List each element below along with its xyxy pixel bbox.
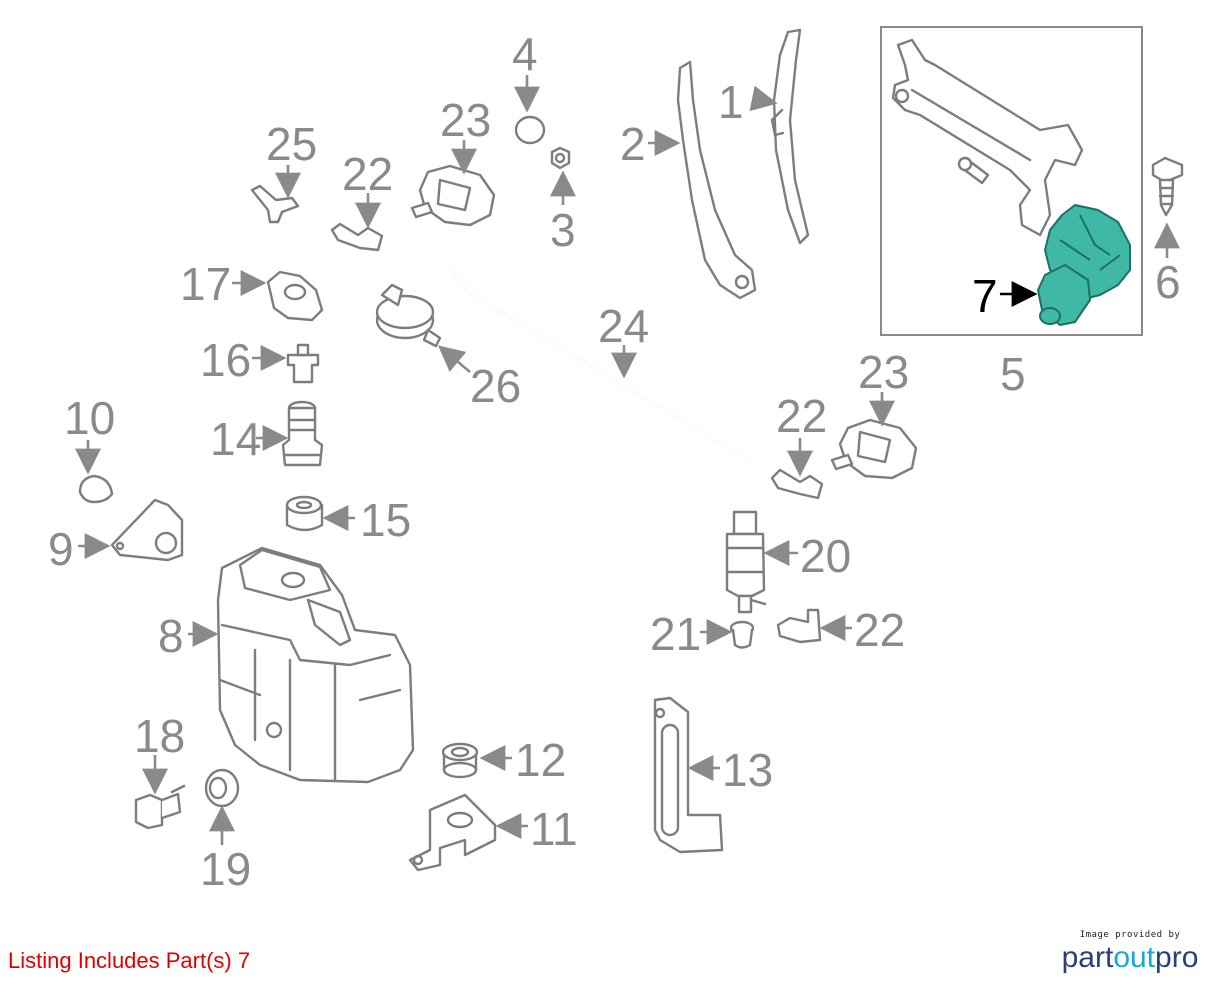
part-24-washer-hose[interactable] — [450, 268, 762, 470]
part-19-grommet[interactable] — [204, 768, 240, 808]
part-12-grommet[interactable] — [441, 742, 479, 779]
part-20-washer-pump[interactable] — [725, 510, 767, 614]
listing-note: Listing Includes Part(s) 7 — [8, 948, 251, 973]
part-9-bracket[interactable] — [110, 498, 184, 562]
part-22-elbow-c[interactable] — [776, 608, 822, 644]
callout-18: 18 — [134, 710, 185, 762]
provider-brand: partoutpro — [1050, 942, 1210, 974]
callout-3: 3 — [550, 204, 576, 256]
callout-13: 13 — [722, 744, 773, 796]
part-25-connector[interactable] — [250, 184, 300, 224]
part-21-grommet[interactable] — [729, 620, 755, 649]
callout-25: 25 — [266, 118, 317, 170]
callout-22a: 22 — [342, 148, 393, 200]
callout-19: 19 — [200, 843, 251, 895]
part-1-wiper-blade[interactable] — [770, 28, 810, 245]
part-22-elbow-a[interactable] — [330, 222, 384, 252]
brand-out: out — [1113, 941, 1156, 974]
provider-caption: Image provided by — [1079, 930, 1181, 940]
callout-15: 15 — [360, 494, 411, 546]
part-8-washer-reservoir[interactable] — [216, 546, 415, 784]
part-16-fitting[interactable] — [286, 343, 320, 384]
callout-20: 20 — [800, 530, 851, 582]
callout-22c: 22 — [854, 604, 905, 656]
image-provider-logo[interactable]: Image provided by partoutpro — [1050, 930, 1210, 974]
callout-4: 4 — [512, 28, 538, 80]
part-6-bolt[interactable] — [1151, 156, 1184, 217]
callout-23b: 23 — [858, 346, 909, 398]
callout-1-arrow — [749, 85, 778, 112]
part-2-wiper-arm[interactable] — [676, 60, 757, 300]
callout-7: 7 — [972, 270, 998, 322]
part-5-wiper-linkage[interactable] — [891, 38, 1084, 237]
callout-10: 10 — [64, 392, 115, 444]
part-22-elbow-b[interactable] — [770, 468, 824, 500]
callout-8: 8 — [158, 610, 184, 662]
part-13-bracket-plate[interactable] — [653, 696, 724, 854]
callout-26-arrow — [438, 345, 471, 373]
part-11-bracket[interactable] — [408, 793, 497, 872]
part-15-bushing[interactable] — [285, 495, 324, 532]
callout-24: 24 — [598, 300, 649, 352]
part-10-cap[interactable] — [78, 474, 114, 504]
brand-part: part — [1061, 941, 1114, 974]
callout-22b: 22 — [776, 390, 827, 442]
brand-pro: pro — [1155, 941, 1199, 974]
part-17-clamp[interactable] — [266, 270, 324, 322]
part-4-cap[interactable] — [514, 115, 546, 145]
part-7-wiper-motor[interactable] — [1037, 204, 1131, 326]
callout-14: 14 — [210, 413, 261, 465]
part-3-nut[interactable] — [550, 146, 571, 170]
callout-9: 9 — [48, 523, 74, 575]
callout-21: 21 — [650, 608, 701, 660]
part-18-sensor[interactable] — [134, 784, 186, 830]
callout-17: 17 — [180, 258, 231, 310]
part-23-nozzle-a[interactable] — [410, 164, 496, 227]
part-23-nozzle-b[interactable] — [830, 418, 918, 480]
callout-16: 16 — [200, 334, 251, 386]
part-14-filler-neck[interactable] — [281, 400, 324, 467]
callout-12: 12 — [515, 734, 566, 786]
callout-1: 1 — [718, 76, 744, 128]
callout-6: 6 — [1155, 256, 1181, 308]
callout-23a: 23 — [440, 94, 491, 146]
part-26-check-valve[interactable] — [375, 283, 442, 348]
callout-11: 11 — [530, 803, 578, 855]
callout-5: 5 — [1000, 348, 1026, 400]
part-5-assembly-box — [880, 26, 1143, 336]
callout-2: 2 — [620, 118, 646, 170]
callout-26: 26 — [470, 360, 521, 412]
